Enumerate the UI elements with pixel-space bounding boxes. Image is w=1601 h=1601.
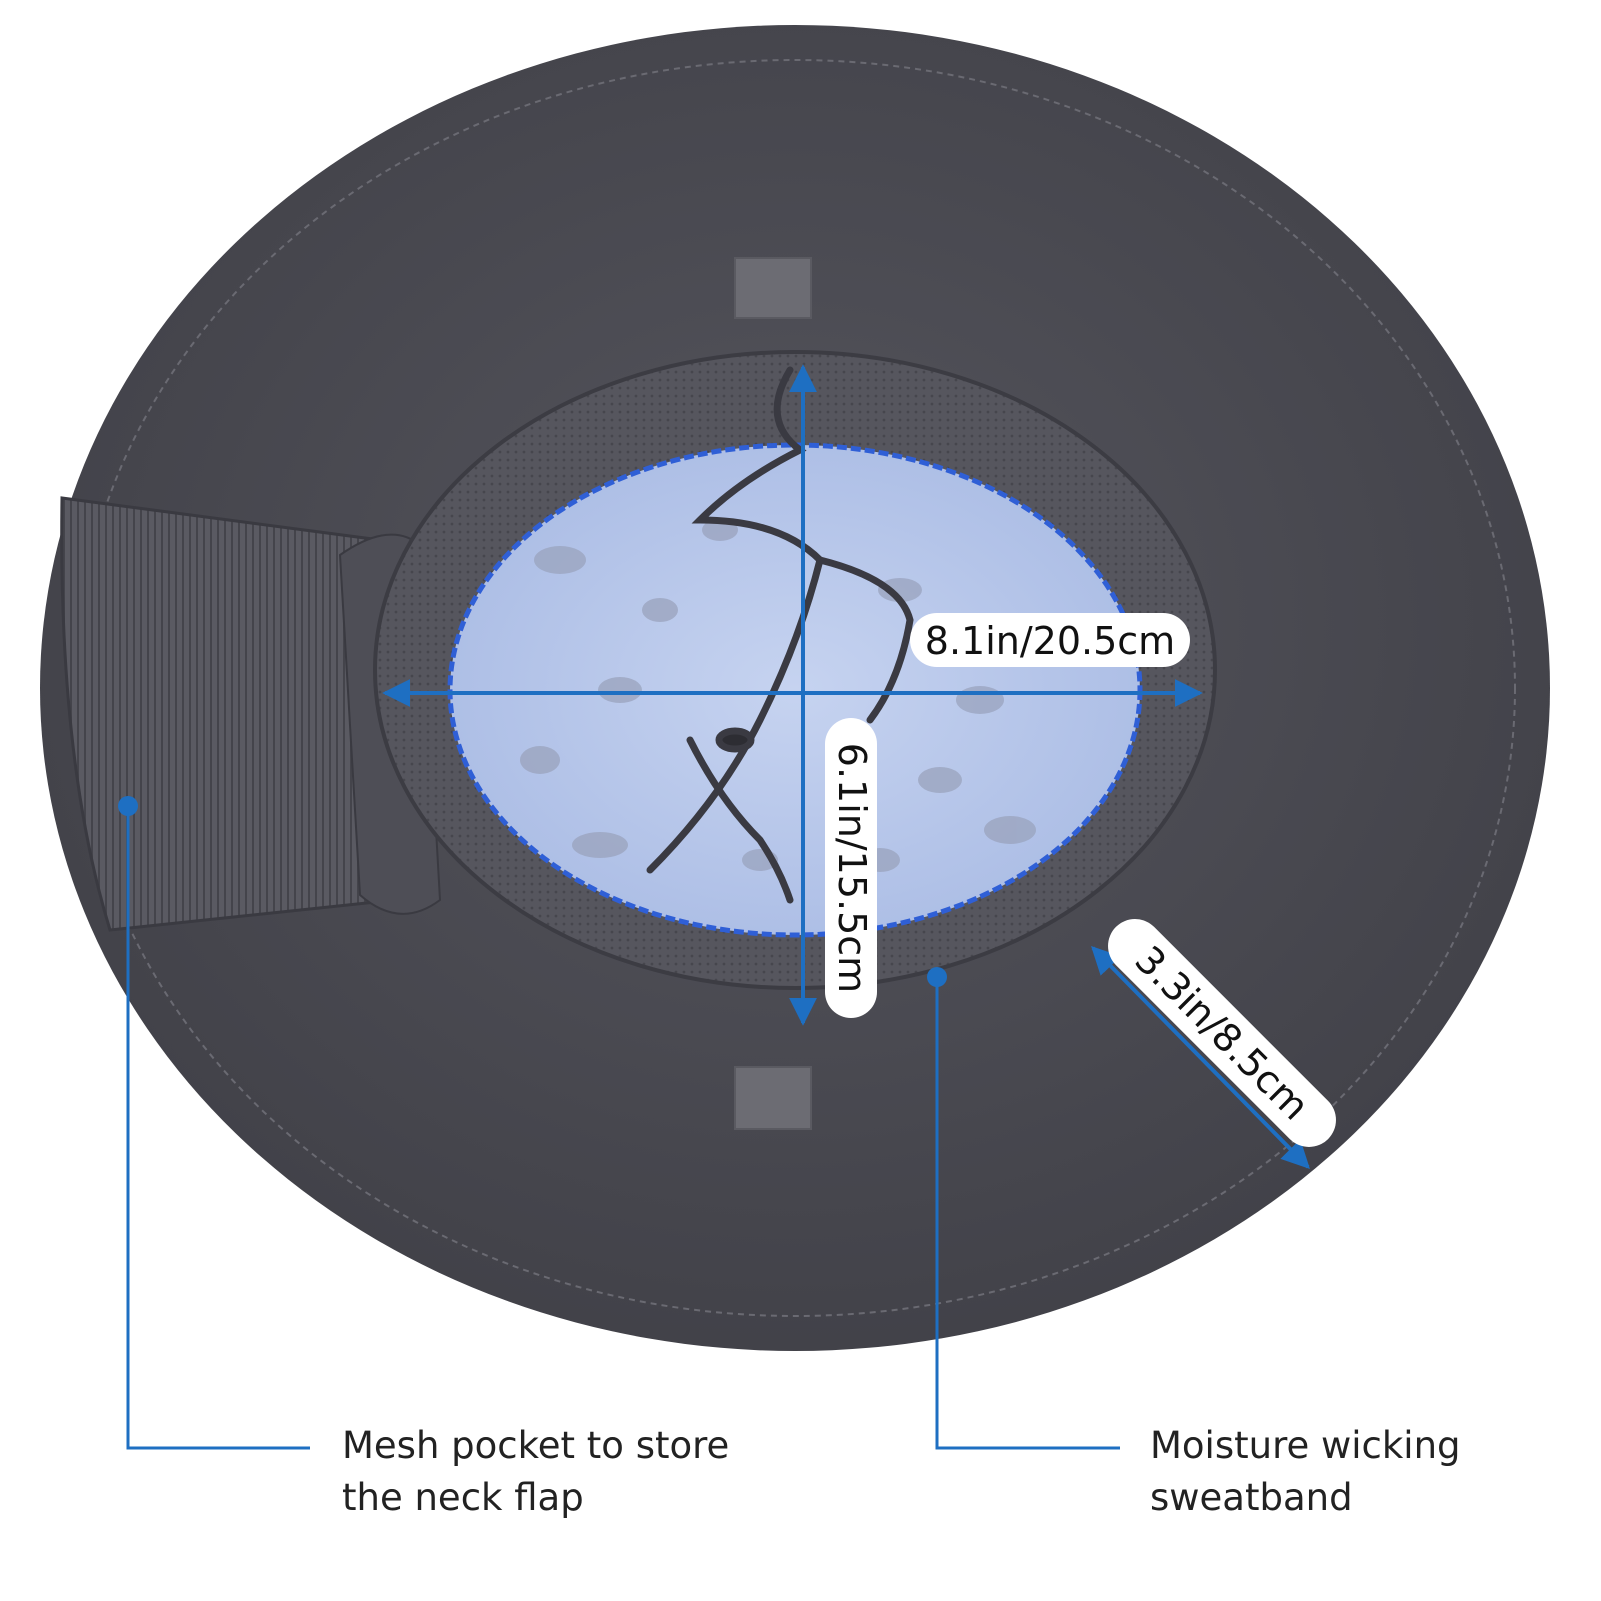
width-label-text: 8.1in/20.5cm bbox=[925, 619, 1175, 663]
width-label: 8.1in/20.5cm bbox=[910, 613, 1190, 667]
sweatband-caption-line2: sweatband bbox=[1150, 1476, 1353, 1519]
sweatband-caption: Moisture wicking sweatband bbox=[1150, 1420, 1461, 1524]
sweatband-callout bbox=[927, 967, 1120, 1450]
depth-label-text: 6.1in/15.5cm bbox=[830, 743, 874, 993]
brim-arrow bbox=[1091, 946, 1310, 1169]
velcro-patch-bottom bbox=[734, 1066, 812, 1130]
mesh-pocket-caption-line2: the neck flap bbox=[342, 1476, 584, 1519]
sweatband-caption-line1: Moisture wicking bbox=[1150, 1424, 1461, 1467]
depth-label: 6.1in/15.5cm bbox=[825, 718, 877, 1018]
mesh-pocket-caption-line1: Mesh pocket to store bbox=[342, 1424, 730, 1467]
mesh-pocket-callout bbox=[118, 796, 310, 1450]
crown-lining bbox=[447, 442, 1143, 938]
mesh-pocket-caption: Mesh pocket to store the neck flap bbox=[342, 1420, 729, 1524]
velcro-patch-top bbox=[734, 257, 812, 319]
